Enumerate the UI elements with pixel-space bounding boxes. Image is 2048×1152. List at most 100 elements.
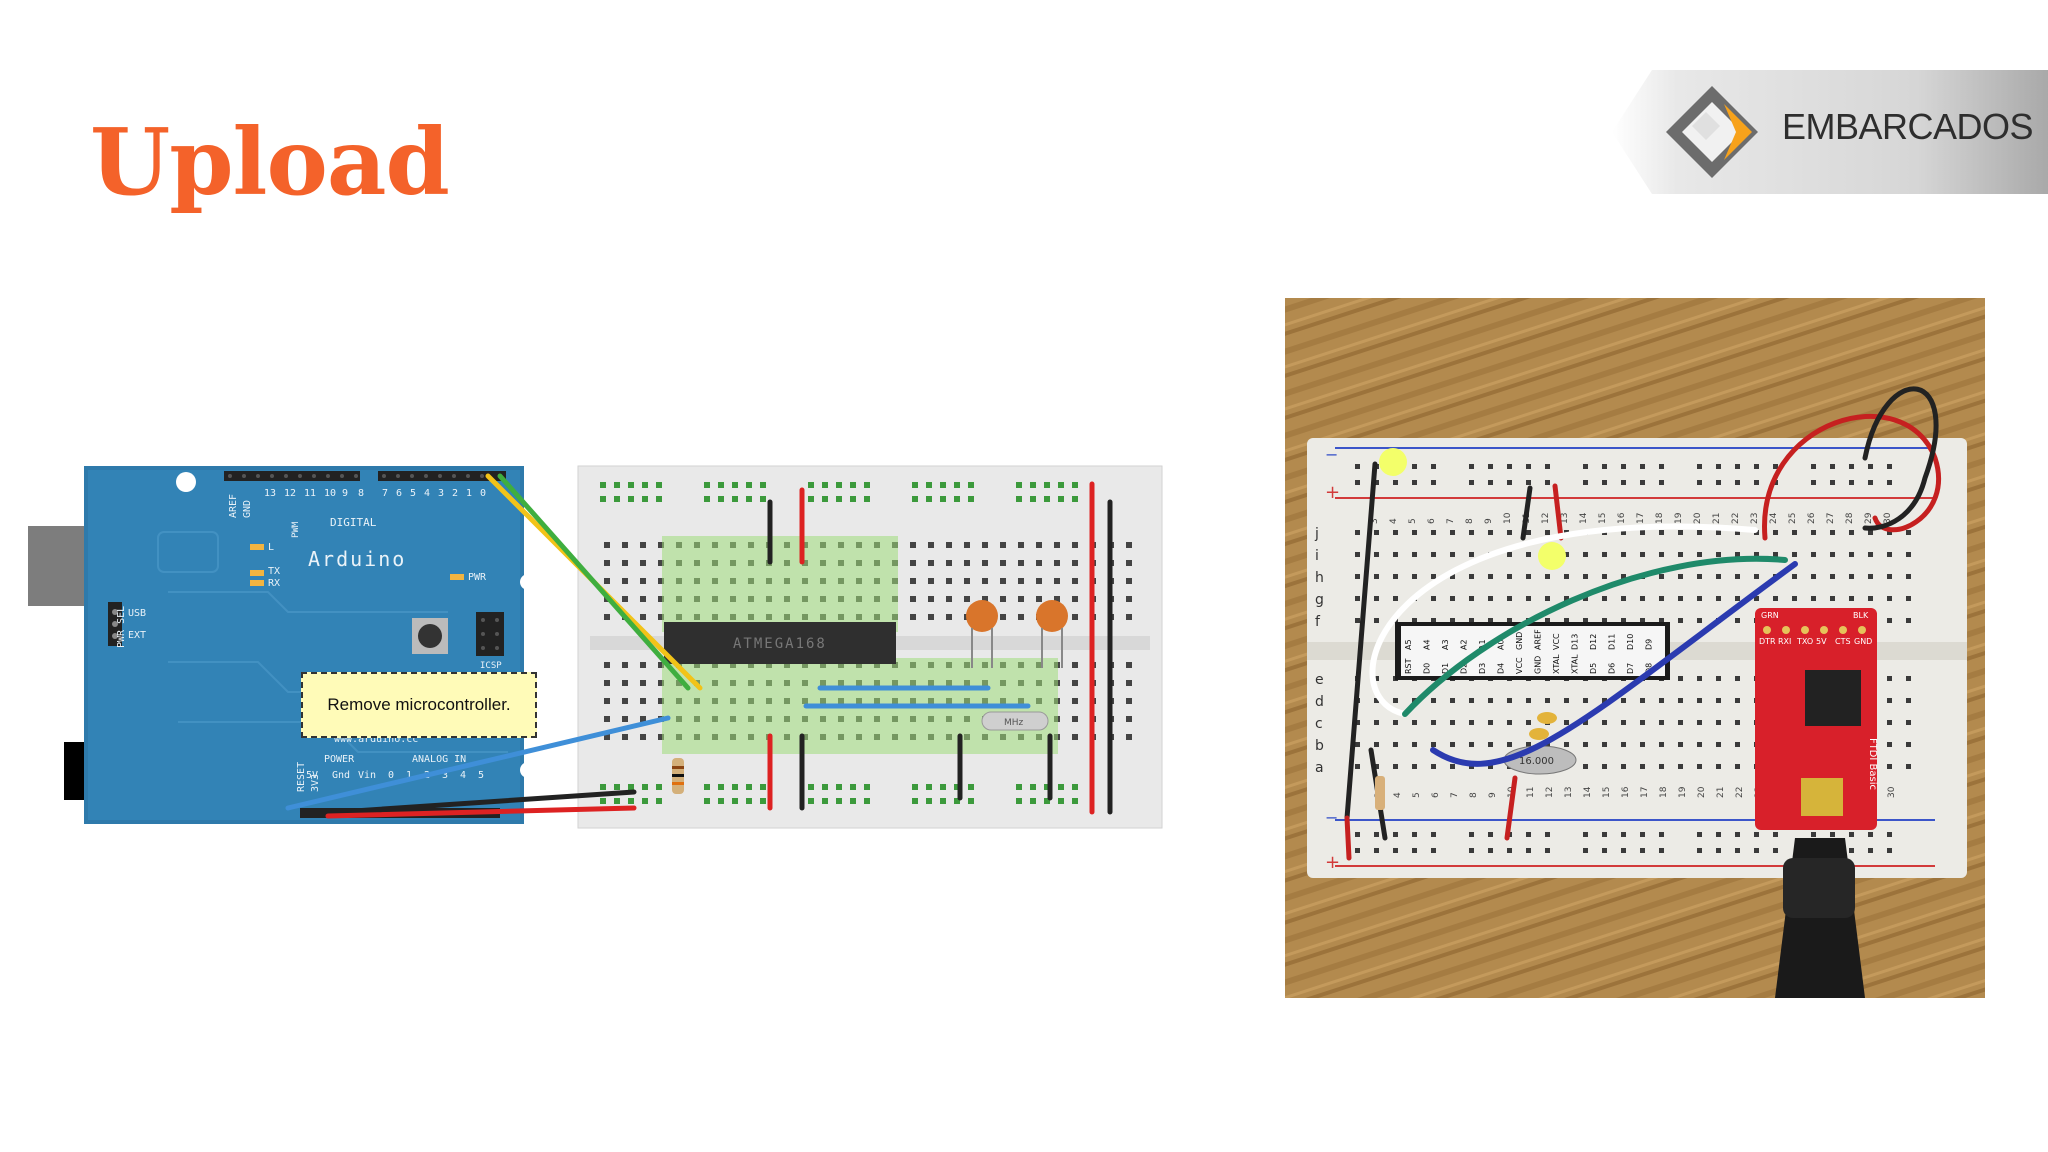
column-number-bottom: 20 [1697,786,1707,798]
chip-pin-label-top: D13 [1571,634,1580,650]
column-number-top: 4 [1389,518,1399,524]
chip-pin-label-bottom: D4 [1497,663,1506,674]
chip-pin-label-top: A1 [1478,639,1487,650]
photo-minus-top: − [1325,445,1338,464]
chip-pin-label-top: D9 [1645,639,1654,650]
row-letter-f: f [1315,614,1321,630]
crystal-label: MHz [1004,718,1024,728]
arduino-breadboard-schematic: Arduino DIGITAL L TX RX PWR USB EXT ICSP… [28,462,1168,832]
column-number-top: 26 [1807,512,1817,524]
chip-pin-label-bottom: GND [1534,656,1543,674]
row-letter-a: a [1315,760,1324,776]
ftdi-pin-label: RXI [1778,637,1791,646]
v33-pin-label: 3V3 [310,774,321,792]
chip-pin-label-bottom: D5 [1589,663,1598,674]
logo-text: EMBARCADOS [1782,106,2034,147]
digital-label: DIGITAL [330,516,377,529]
chip-pin-label-bottom: D1 [1441,663,1450,674]
column-number-bottom: 19 [1678,786,1688,798]
row-letter-h: h [1315,570,1324,586]
column-number-bottom: 30 [1887,786,1897,798]
row-letter-d: d [1315,694,1324,710]
logo-banner [1612,70,2048,194]
chip-pin-label-top: D10 [1626,634,1635,650]
column-number-bottom: 22 [1735,787,1745,798]
capacitor-2 [1036,600,1068,632]
icsp-label: ICSP [480,661,502,671]
column-number-bottom: 11 [1526,787,1536,798]
column-number-bottom: 12 [1545,787,1555,798]
chip-pin-label-top: D12 [1589,634,1598,650]
pin-4-label: 4 [424,488,430,499]
breadboard-photo: − + − + j i h g f e d c b a 334455667788… [1285,298,1985,998]
column-number-bottom: 8 [1469,792,1479,798]
chip-pin-label-bottom: D0 [1423,663,1432,674]
ftdi-blk-label: BLK [1853,611,1869,620]
photo-plus-top: + [1325,482,1340,503]
column-number-bottom: 16 [1621,786,1631,798]
schematic-drawing: Arduino DIGITAL L TX RX PWR USB EXT ICSP… [28,465,1163,829]
rx-led-label: RX [268,578,280,589]
chip-pin-label-bottom: D7 [1626,663,1635,674]
v5-label: 5V [306,770,318,781]
column-number-top: 27 [1826,513,1836,524]
aref-label: AREF [228,494,239,518]
chip-label: ATMEGA168 [733,636,827,652]
ftdi-chip [1805,670,1861,726]
row-letter-e: e [1315,672,1324,688]
chip-pin-label-top: A4 [1423,639,1432,650]
chip-pin-label-top: A3 [1441,639,1450,650]
column-number-top: 29 [1864,512,1874,524]
column-number-top: 19 [1674,512,1684,524]
photo-resistor [1375,776,1385,810]
ftdi-pin-label: 5V [1816,637,1827,646]
column-number-bottom: 18 [1659,786,1669,798]
column-number-top: 21 [1712,513,1722,524]
column-number-top: 28 [1845,512,1855,524]
row-letter-g: g [1315,592,1324,608]
analog-pin-3: 3 [442,770,448,781]
embarcados-logo: EMBARCADOS [1612,70,2048,194]
ftdi-pin-label: TXO [1796,637,1813,646]
photo-led-1 [1379,448,1407,476]
pin-1-label: 1 [466,488,472,499]
pin-13-label: 13 [264,488,276,499]
column-number-top: 16 [1617,512,1627,524]
mini-usb-port [1801,778,1843,816]
chip-pin-label-top: A2 [1460,639,1469,650]
chip-pin-label-bottom: D2 [1460,663,1469,674]
photo-led-2 [1538,542,1566,570]
chip-pin-label-bottom: RST [1404,658,1413,674]
column-number-top: 24 [1769,512,1779,524]
row-letter-c: c [1315,716,1323,732]
pin-6-label: 6 [396,488,402,499]
atmega-chip [664,622,896,664]
column-number-bottom: 17 [1640,787,1650,798]
column-number-top: 12 [1541,513,1551,524]
remove-microcontroller-callout: Remove microcontroller. [301,672,537,738]
power-label: POWER [324,754,355,765]
column-number-bottom: 21 [1716,787,1726,798]
diamond-logo-icon [1666,86,1758,178]
analog-in-label: ANALOG IN [412,754,466,765]
column-number-top: 23 [1750,513,1760,524]
column-number-bottom: 13 [1564,787,1574,798]
chip-pin-label-bottom: VCC [1515,657,1524,674]
usb-label: USB [128,608,146,619]
column-number-top: 25 [1788,513,1798,524]
tx-led-label: TX [268,566,280,577]
column-number-top: 18 [1655,512,1665,524]
column-number-top: 7 [1446,518,1456,524]
chip-pin-label-top: D11 [1608,634,1617,650]
analog-pin-4: 4 [460,770,466,781]
column-number-bottom: 4 [1393,792,1403,798]
chip-pin-label-top: A0 [1497,639,1506,650]
icsp-header [476,612,504,656]
column-number-bottom: 5 [1412,792,1422,798]
pwr-led-label: PWR [468,572,487,583]
pwm-label-1: PWM [291,521,301,538]
column-number-top: 6 [1427,518,1437,524]
column-number-bottom: 9 [1488,792,1498,798]
l-led-label: L [268,542,274,553]
analog-pin-0: 0 [388,770,394,781]
